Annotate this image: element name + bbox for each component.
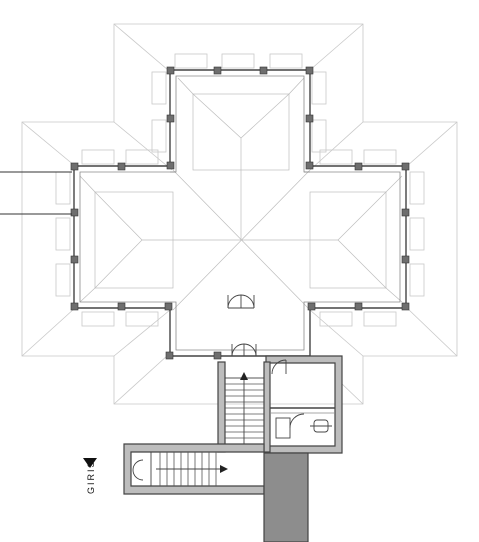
retaining-wall — [263, 452, 309, 542]
service-block-walls — [217, 355, 343, 454]
upper-staircase — [224, 372, 265, 451]
entrance-label: GIRIS — [86, 459, 96, 494]
entrance-arrow-icon — [83, 458, 97, 468]
guide-lines — [0, 171, 72, 215]
columns — [70, 66, 410, 360]
stair-hall-double-door — [231, 343, 257, 357]
entrance-marker: GIRIS — [83, 458, 97, 494]
main-hall-double-door — [227, 294, 255, 309]
roof-outline — [21, 23, 458, 405]
perimeter-walls — [73, 69, 407, 357]
entry-staircase — [123, 443, 265, 495]
inner-roof-lines — [79, 77, 403, 311]
